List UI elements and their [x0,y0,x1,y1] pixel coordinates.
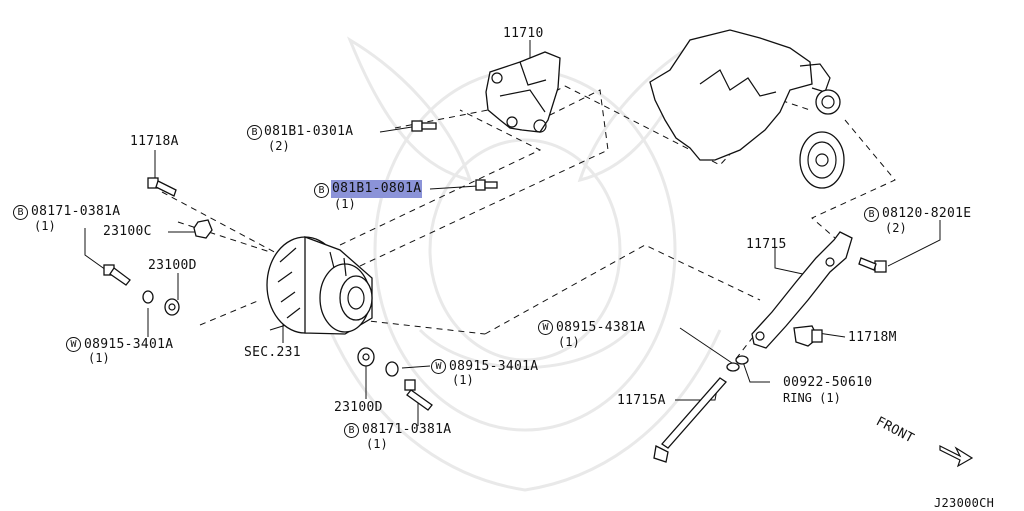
stud-11718a-icon [147,177,177,197]
part-qty-00922-50610: RING (1) [783,391,841,405]
part-qty-08171-0381a-bottom: (1) [366,437,388,451]
part-label-11715: 11715 [746,237,787,252]
part-label-11718m: 11718M [848,330,897,345]
alternator-bracket-11710 [485,51,561,133]
part-label-08171-0381a-top: 08171-0381A [31,204,121,219]
part-qty-08915-4381a: (1) [558,335,580,349]
part-qty-08120-8201e: (2) [885,221,907,235]
fasteners [103,120,887,411]
part-label-081b1-0801a-highlighted[interactable]: 081B1-0801A [331,180,423,198]
part-label-00922-50610: 00922-50610 [783,375,873,390]
adjusting-bar-11715 [751,231,853,349]
alternator [266,236,373,335]
bolt-08171-0381a-bottom-icon [404,379,433,411]
part-label-08171-0381a-bottom: 08171-0381A [362,422,452,437]
badge-b-icon: B [314,183,329,198]
watermark-emblem [328,36,722,492]
badge-w-icon: W [431,359,446,374]
bolt-08120-8201e-icon [858,257,887,273]
engine-block [649,29,845,189]
badge-w-icon: W [538,320,553,335]
part-label-11715a: 11715A [617,393,666,408]
badge-b-icon: B [247,125,262,140]
part-label-081b1-0301a: 081B1-0301A [264,124,354,139]
part-label-08915-4381a: 08915-4381A [556,320,646,335]
bolt-081b1-0801a-icon [475,179,498,191]
part-label-23100c: 23100C [103,224,152,239]
part-label-11718a: 11718A [130,134,179,149]
bolt-11715a [653,355,749,463]
badge-b-icon: B [344,423,359,438]
part-qty-08915-3401a-mid: (1) [452,373,474,387]
part-label-08915-3401a-left: 08915-3401A [84,337,174,352]
part-label-sec231: SEC.231 [244,345,301,360]
part-label-23100d-bottom: 23100D [334,400,383,415]
badge-w-icon: W [66,337,81,352]
part-qty-08171-0381a-top: (1) [34,219,56,233]
nut-23100c-icon [193,219,213,239]
part-label-11710: 11710 [503,26,544,41]
nut-23100d-left-icon [164,298,180,316]
part-label-08120-8201e: 08120-8201E [882,206,972,221]
part-qty-08915-3401a-left: (1) [88,351,110,365]
bolt-081b1-0301a-icon [411,120,437,132]
diagram-code: J23000CH [934,496,995,510]
part-label-23100d-left: 23100D [148,258,197,273]
badge-b-icon: B [864,207,879,222]
front-arrow-icon [939,445,974,468]
bolt-08171-0381a-left-icon [103,264,131,286]
badge-b-icon: B [13,205,28,220]
washer-08915-3401a-mid-icon [385,361,399,377]
part-label-08915-3401a-mid: 08915-3401A [449,359,539,374]
part-qty-081b1-0801a: (1) [334,197,356,211]
part-qty-081b1-0301a: (2) [268,139,290,153]
washer-08915-3401a-left-icon [142,290,154,304]
stud-11718m [793,325,823,347]
nut-23100d-bottom-icon [357,347,375,367]
